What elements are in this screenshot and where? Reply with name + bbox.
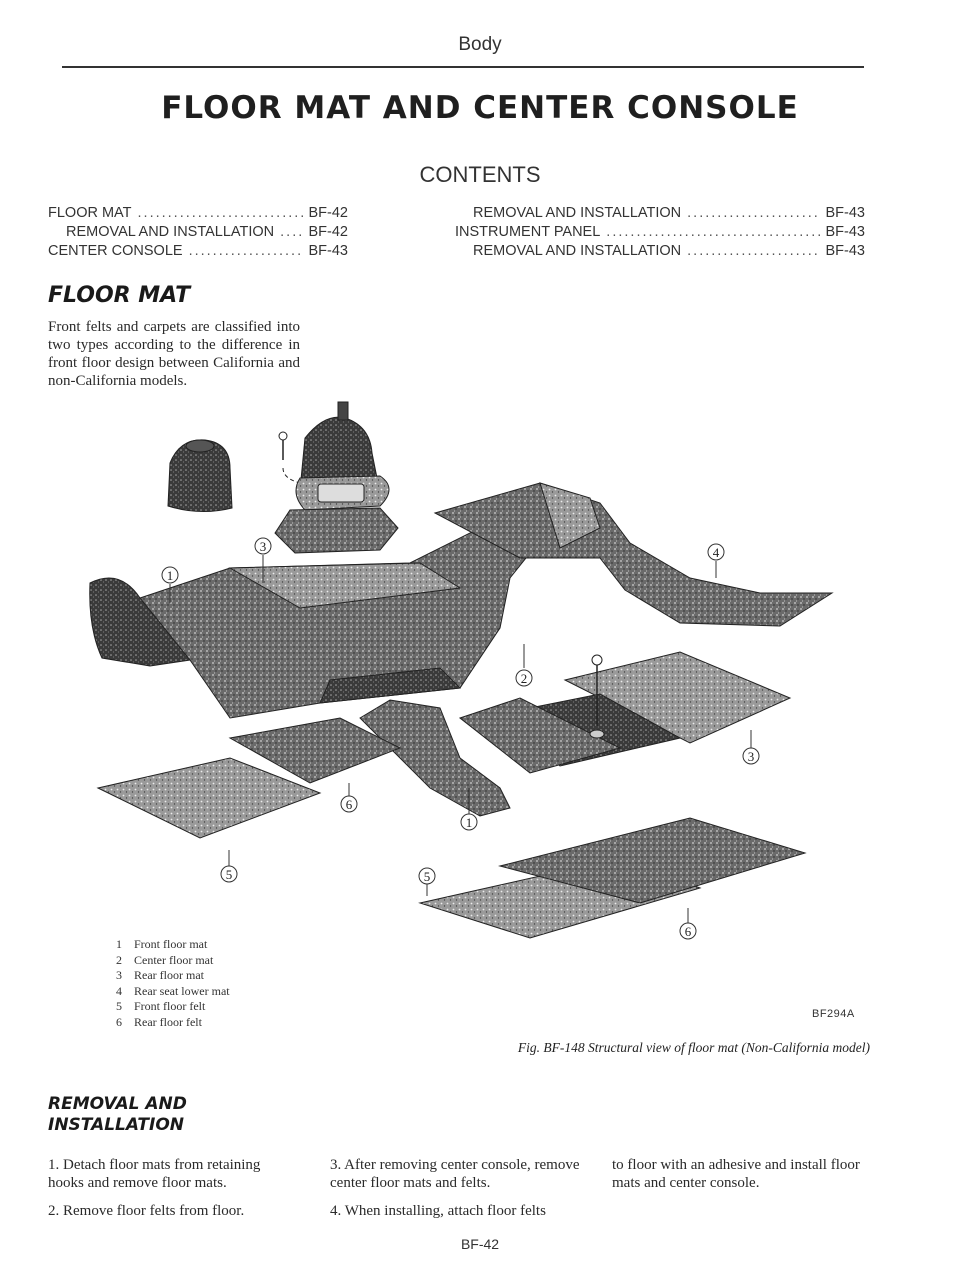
contents-heading: CONTENTS — [419, 162, 541, 187]
screw-icon — [589, 654, 605, 739]
callout-5-label: 5 — [424, 869, 431, 884]
step-4: 4. When installing, attach floor felts — [330, 1203, 546, 1219]
legend-number: 1 — [116, 937, 122, 951]
center-floor-mat — [359, 699, 511, 817]
toc-entry[interactable]: CENTER CONSOLE BF-43 — [48, 243, 348, 262]
console-bezel — [274, 475, 399, 554]
toc-leader — [687, 205, 819, 221]
callout-3-label: 3 — [748, 749, 755, 764]
legend-number: 5 — [116, 999, 122, 1013]
callout-3: 3 — [254, 537, 272, 555]
legend-label: Rear floor mat — [134, 968, 204, 982]
toc-entry-page: BF-43 — [825, 243, 866, 259]
toc-left-column: FLOOR MAT BF-42 REMOVAL AND INSTALLATION… — [48, 205, 348, 262]
callout-4-label: 4 — [713, 545, 720, 560]
toc-entry-label: FLOOR MAT — [48, 205, 132, 221]
floor-mat-exploded-illustration: 1 3 2 4 3 5 6 1 5 6 — [89, 401, 834, 940]
step-4-continued: to floor with an adhesive and install fl… — [612, 1157, 860, 1191]
callout-1: 1 — [460, 813, 478, 831]
toc-entry-label: REMOVAL AND INSTALLATION — [473, 205, 682, 221]
toc-entry-page: BF-43 — [308, 243, 349, 259]
legend-item: 5 Front floor felt — [116, 999, 230, 1015]
callout-6: 6 — [340, 795, 358, 813]
section-heading-floor-mat: FLOOR MAT — [48, 283, 191, 308]
toc-entry[interactable]: REMOVAL AND INSTALLATION BF-43 — [455, 243, 865, 262]
toc-entry-page: BF-43 — [825, 205, 866, 221]
body-column-3: to floor with an adhesive and install fl… — [612, 1156, 872, 1202]
legend-label: Center floor mat — [134, 952, 214, 967]
toc-entry-label: REMOVAL AND INSTALLATION — [473, 243, 682, 259]
callout-1-label: 1 — [167, 568, 174, 583]
callout-5: 5 — [220, 865, 238, 883]
legend-item: 3 Rear floor mat — [116, 968, 230, 984]
legend-number: 3 — [116, 968, 122, 982]
toc-entry-label: INSTRUMENT PANEL — [455, 224, 601, 240]
callout-3-label: 3 — [260, 539, 267, 554]
legend-number: 6 — [116, 1014, 122, 1029]
toc-leader — [687, 243, 819, 259]
section-heading-removal: REMOVAL AND INSTALLATION — [48, 1094, 187, 1136]
callout-1-label: 1 — [466, 815, 473, 830]
shift-boot-left — [167, 439, 233, 513]
rear-seat-lower-mat — [433, 482, 834, 627]
toc-entry-label: CENTER CONSOLE — [48, 243, 183, 259]
figure-caption: Fig. BF-148 Structural view of floor mat… — [517, 1040, 870, 1055]
screw-icon — [278, 431, 306, 485]
callout-5: 5 — [418, 867, 436, 885]
callout-6-label: 6 — [346, 797, 353, 812]
front-floor-felt — [96, 717, 402, 839]
legend-item: 4 Rear seat lower mat — [116, 984, 230, 1000]
rear-floor-felt — [418, 817, 807, 939]
legend-number: 2 — [116, 952, 122, 967]
legend-label: Front floor felt — [134, 999, 206, 1013]
header-rule — [62, 66, 864, 68]
toc-entry-page: BF-42 — [308, 205, 349, 221]
toc-right-column: REMOVAL AND INSTALLATION BF-43 INSTRUMEN… — [455, 205, 865, 262]
legend-item: 1 Front floor mat — [116, 937, 230, 953]
callout-4: 4 — [707, 543, 725, 561]
callout-1: 1 — [161, 566, 179, 584]
body-column-2: 3. After removing center console, remove… — [330, 1156, 585, 1230]
toc-entry-label: REMOVAL AND INSTALLATION — [66, 224, 275, 240]
callout-3: 3 — [742, 747, 760, 765]
toc-entry[interactable]: INSTRUMENT PANEL BF-43 — [455, 224, 865, 243]
step-1: 1. Detach floor mats from retaining hook… — [48, 1157, 261, 1191]
callout-6: 6 — [679, 922, 697, 940]
legend-item: 6 Rear floor felt — [116, 1015, 230, 1031]
body-column-1: 1. Detach floor mats from retaining hook… — [48, 1156, 298, 1230]
toc-entry[interactable]: FLOOR MAT BF-42 — [48, 205, 348, 224]
toc-entry[interactable]: REMOVAL AND INSTALLATION BF-42 — [48, 224, 348, 243]
rear-floor-mat — [458, 651, 792, 774]
toc-leader — [138, 205, 303, 221]
toc-leader — [280, 224, 302, 240]
callout-2-label: 2 — [521, 671, 528, 686]
figure-code: BF294A — [812, 1008, 855, 1020]
toc-leader — [606, 224, 819, 240]
callout-6-label: 6 — [685, 924, 692, 939]
legend-label: Front floor mat — [134, 937, 208, 951]
removal-heading-line: REMOVAL AND — [48, 1094, 187, 1114]
page-title: FLOOR MAT AND CENTER CONSOLE — [161, 90, 799, 126]
intro-paragraph: Front felts and carpets are classified i… — [48, 319, 300, 389]
callout-5-label: 5 — [226, 867, 233, 882]
toc-leader — [189, 243, 303, 259]
front-floor-mat — [89, 507, 551, 719]
toc-entry-page: BF-42 — [308, 224, 349, 240]
removal-heading-line: INSTALLATION — [48, 1115, 185, 1135]
page-number: BF-42 — [460, 1236, 500, 1252]
legend-label: Rear floor felt — [134, 1014, 202, 1029]
step-3: 3. After removing center console, remove… — [330, 1157, 580, 1191]
toc-entry-page: BF-43 — [825, 224, 866, 240]
callout-2: 2 — [515, 669, 533, 687]
legend-label: Rear seat lower mat — [134, 983, 230, 998]
toc-entry[interactable]: REMOVAL AND INSTALLATION BF-43 — [455, 205, 865, 224]
legend-item: 2 Center floor mat — [116, 953, 230, 969]
running-header: Body — [458, 34, 502, 55]
legend-number: 4 — [116, 983, 122, 998]
step-2: 2. Remove floor felts from floor. — [48, 1203, 245, 1219]
callout-leaders — [169, 555, 752, 923]
